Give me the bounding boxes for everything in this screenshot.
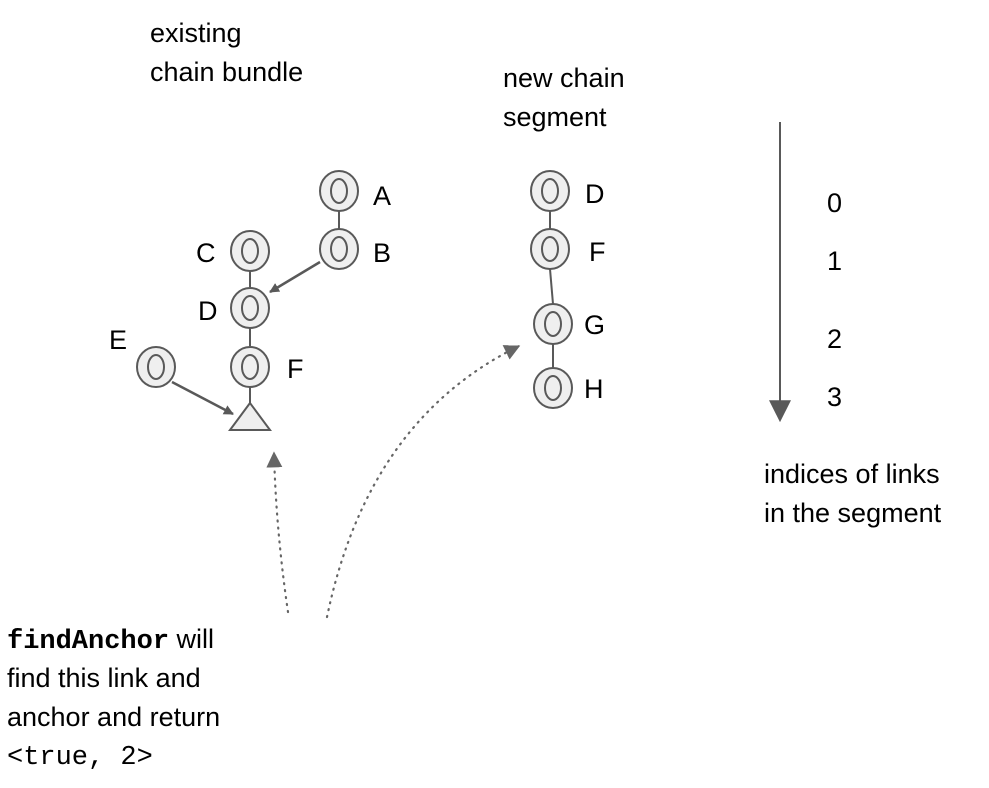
index-2: 2 (827, 324, 842, 354)
edge-seg-f-g (549, 268, 554, 305)
new-segment-title-line2: segment (503, 102, 607, 132)
segment-label-d: D (585, 179, 605, 209)
dotted-arrow-to-anchor (266, 451, 290, 614)
label-b: B (373, 238, 391, 268)
existing-bundle-edges (171, 210, 340, 416)
note-line2: find this link and (7, 663, 201, 693)
segment-label-h: H (584, 374, 604, 404)
label-f: F (287, 354, 304, 384)
index-3: 3 (827, 382, 842, 412)
segment-node-g (533, 303, 573, 345)
new-segment-edges (549, 211, 554, 368)
index-0: 0 (827, 188, 842, 218)
node-d (230, 287, 270, 329)
existing-bundle-title-line2: chain bundle (150, 57, 303, 87)
segment-node-f (530, 228, 570, 270)
segment-node-h (533, 367, 573, 409)
index-caption-line2: in the segment (764, 498, 942, 528)
edge-b-d-arrow (269, 260, 321, 294)
label-a: A (373, 181, 391, 211)
label-d: D (198, 296, 218, 326)
segment-label-f: F (589, 237, 606, 267)
note-line1-rest: will (169, 624, 214, 654)
segment-node-d (530, 170, 570, 212)
node-f (230, 346, 270, 388)
node-c (230, 230, 270, 272)
note-return-value: <true, 2> (7, 743, 153, 773)
new-segment-title-line1: new chain (503, 63, 625, 93)
node-e (136, 346, 176, 388)
edge-e-anchor-arrow (171, 380, 234, 416)
anchor-triangle (228, 401, 272, 431)
existing-bundle-title-line1: existing (150, 18, 242, 48)
dotted-arrow-to-link-g (325, 344, 521, 619)
node-b (319, 228, 359, 270)
label-e: E (109, 325, 127, 355)
note-line1: findAnchor will (7, 624, 214, 657)
segment-label-g: G (584, 310, 605, 340)
find-anchor-function-name: findAnchor (7, 627, 169, 657)
node-a (319, 170, 359, 212)
index-caption-line1: indices of links (764, 459, 940, 489)
index-1: 1 (827, 246, 842, 276)
label-c: C (196, 238, 216, 268)
note-line3: anchor and return (7, 702, 220, 732)
